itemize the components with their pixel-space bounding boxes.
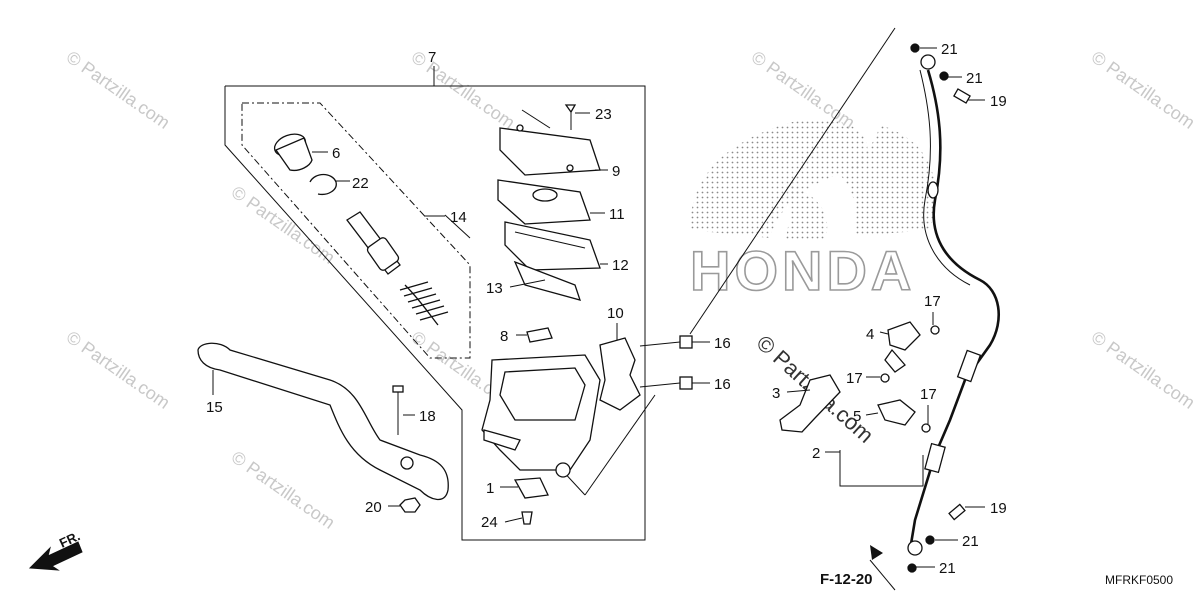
honda-wing-logo: HONDA: [689, 119, 936, 303]
part-label-12[interactable]: 12: [612, 257, 629, 274]
part-label-1[interactable]: 1: [486, 480, 494, 497]
watermark-layer: © Partzilla.com © Partzilla.com © Partzi…: [63, 47, 1199, 533]
part-label-19[interactable]: 19: [990, 93, 1007, 110]
part-label-11[interactable]: 11: [609, 206, 625, 223]
watermark: © Partzilla.com: [63, 47, 174, 133]
watermark: © Partzilla.com: [1088, 327, 1199, 413]
part-label-8[interactable]: 8: [500, 328, 508, 345]
watermark: © Partzilla.com: [228, 447, 339, 533]
part-label-6[interactable]: 6: [332, 145, 340, 162]
part-label-17[interactable]: 17: [846, 370, 863, 387]
part-label-5[interactable]: 5: [853, 408, 861, 425]
part-label-21[interactable]: 21: [962, 533, 979, 550]
part-label-9[interactable]: 9: [612, 163, 620, 180]
part-label-20[interactable]: 20: [365, 499, 382, 516]
watermark: © Partzilla.com: [63, 327, 174, 413]
part-label-22[interactable]: 22: [352, 175, 369, 192]
part-label-15[interactable]: 15: [206, 399, 223, 416]
watermark: © Partzilla.com: [408, 47, 519, 133]
part-label-17[interactable]: 17: [920, 386, 937, 403]
part-label-14[interactable]: 14: [450, 209, 467, 226]
part-label-2[interactable]: 2: [812, 445, 820, 462]
part-label-21[interactable]: 21: [941, 41, 958, 58]
assembly-7-outline: [224, 66, 646, 541]
callout-lines: [212, 47, 985, 568]
part-label-24[interactable]: 24: [481, 514, 498, 531]
part-label-16[interactable]: 16: [714, 335, 731, 352]
part-label-16[interactable]: 16: [714, 376, 731, 393]
watermark: © Partzilla.com: [1088, 47, 1199, 133]
honda-brand-text: HONDA: [690, 239, 915, 302]
part-label-23[interactable]: 23: [595, 106, 612, 123]
part-label-21[interactable]: 21: [966, 70, 983, 87]
part-label-7[interactable]: 7: [428, 49, 436, 66]
part-label-13[interactable]: 13: [486, 280, 503, 297]
parts-artwork: [197, 43, 1001, 573]
leader-lines: [559, 27, 924, 591]
front-arrow-icon: [28, 541, 83, 571]
reference-label[interactable]: F-12-20: [820, 571, 873, 588]
part-label-18[interactable]: 18: [419, 408, 436, 425]
part-label-3[interactable]: 3: [772, 385, 780, 402]
part-label-10[interactable]: 10: [607, 305, 624, 322]
part-label-17[interactable]: 17: [924, 293, 941, 310]
front-direction-indicator: FR.: [28, 528, 83, 571]
part-labels: 7 6 22 14 23 9 11 12 13 8 10 16 16 1 24 …: [206, 41, 1007, 577]
part-label-21[interactable]: 21: [939, 560, 956, 577]
diagram-code: MFRKF0500: [1105, 573, 1173, 587]
part-label-19[interactable]: 19: [990, 500, 1007, 517]
part-label-4[interactable]: 4: [866, 326, 874, 343]
